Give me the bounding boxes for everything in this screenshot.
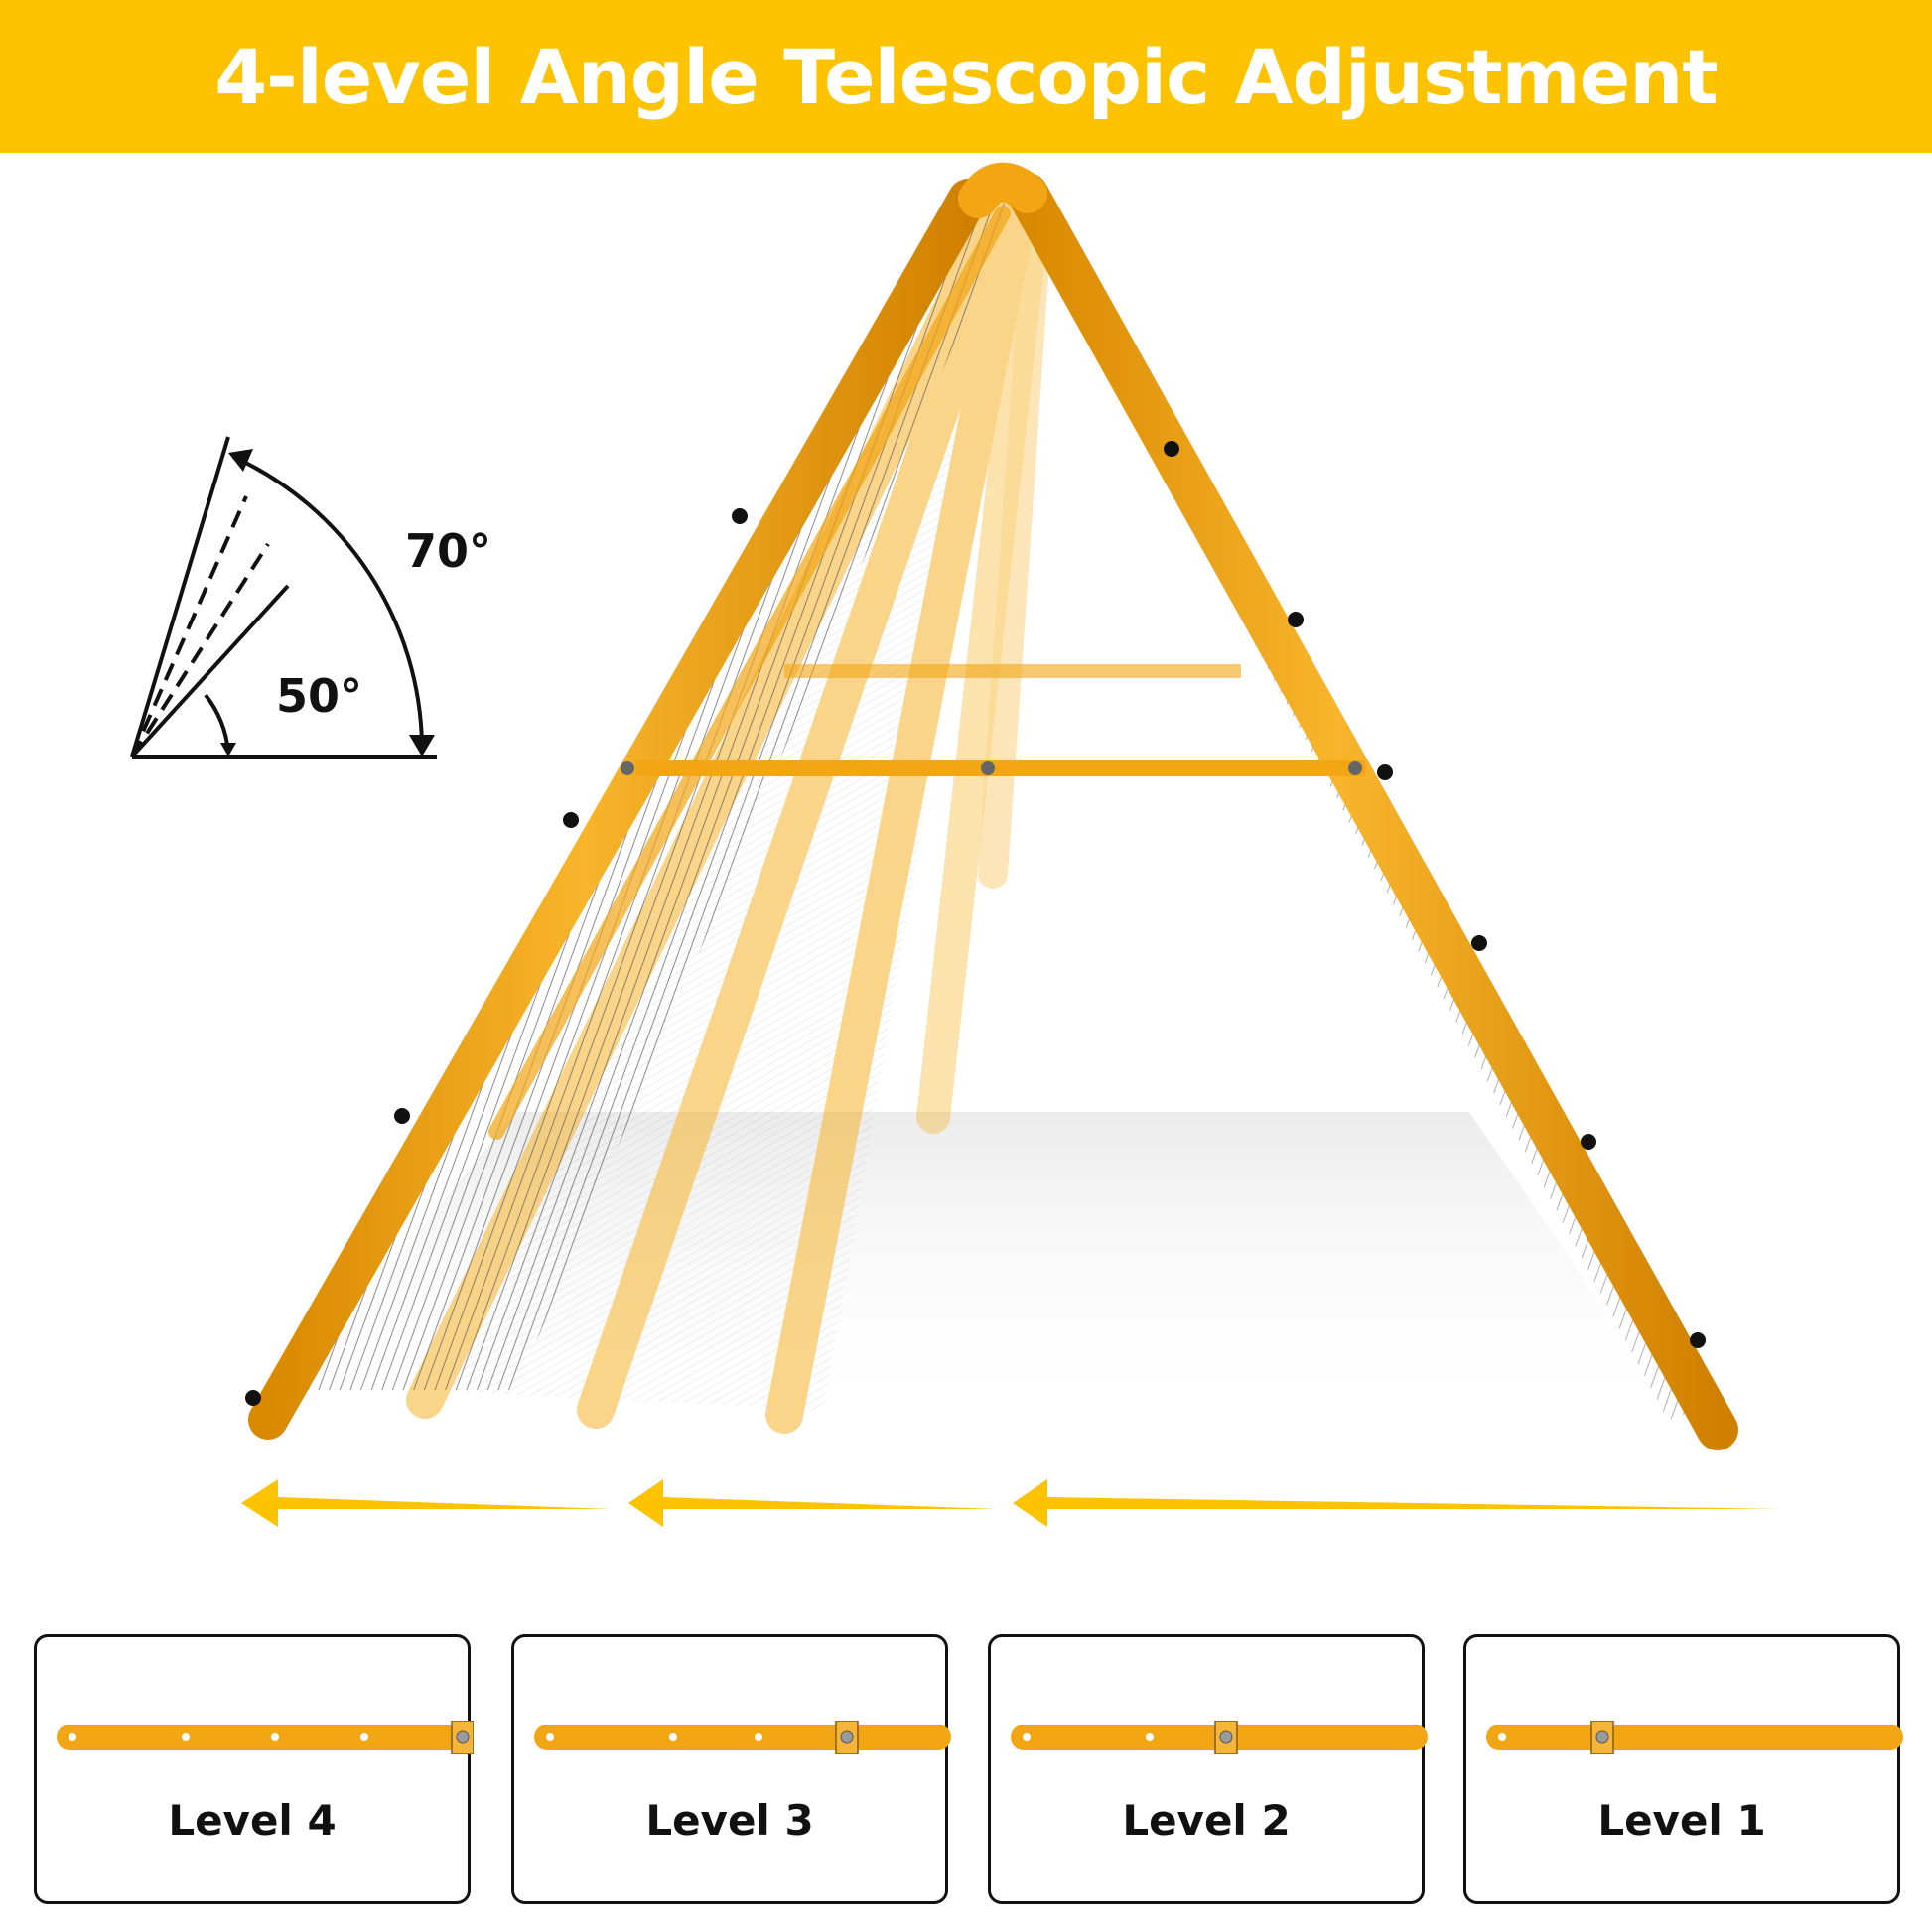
title-banner: 4-level Angle Telescopic Adjustment [0,0,1932,153]
clips [245,441,1706,1406]
level-card-4: Level 4 [34,1634,474,1904]
angle-diagram [130,436,437,759]
angle-70-label: 70° [405,524,492,578]
level-3-label: Level 3 [645,1796,814,1845]
level-2-label: Level 2 [1122,1796,1291,1845]
product-scene: 70° 50° [0,153,1932,1573]
left-frame [248,179,1013,1440]
level-card-1: Level 1 [1463,1634,1903,1904]
page-title: 4-level Angle Telescopic Adjustment [214,32,1718,121]
level-card-3: Level 3 [511,1634,951,1904]
strap-level-3 [534,1721,951,1754]
strap-level-2 [1011,1721,1428,1754]
level-4-label: Level 4 [168,1796,337,1845]
level-options: Level 4 Level 3 Level 2 Level 1 [0,1634,1932,1912]
strap-level-1 [1486,1721,1903,1754]
level-card-2: Level 2 [988,1634,1428,1904]
right-frame [958,162,1738,1450]
crossbars [621,664,1365,776]
adjust-arrows [241,1479,1782,1527]
level-1-label: Level 1 [1597,1796,1766,1845]
rebounder-illustration [130,162,1782,1527]
angle-50-label: 50° [276,669,363,723]
strap-level-4 [57,1721,474,1754]
